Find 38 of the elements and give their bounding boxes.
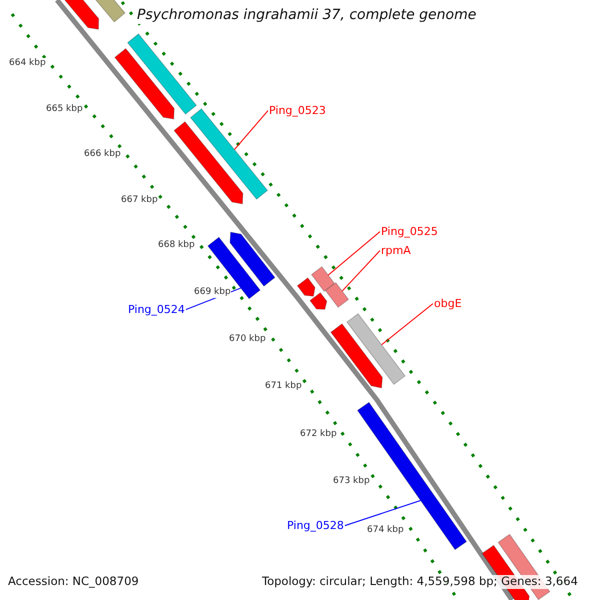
scale-label: 673 kbp xyxy=(333,476,370,487)
gene-label: rpmA xyxy=(381,244,411,258)
gene-feature xyxy=(64,0,100,30)
gene-feature xyxy=(190,108,268,200)
scale-label: 665 kbp xyxy=(46,104,83,115)
scale-label: 668 kbp xyxy=(158,240,195,251)
gene-feature xyxy=(127,33,197,115)
footer-text: Accession: NC_008709 xyxy=(8,575,139,589)
gene-label: Ping_0528 xyxy=(287,519,344,532)
scale-label: 672 kbp xyxy=(300,429,337,440)
gene-feature xyxy=(296,277,316,297)
gene-label: Ping_0525 xyxy=(381,225,438,238)
gene-feature xyxy=(230,232,276,287)
scale-label: 666 kbp xyxy=(84,149,121,160)
gene-feature xyxy=(330,323,383,388)
scale-label: 667 kbp xyxy=(121,195,158,206)
gene-feature xyxy=(174,121,244,204)
diagram-title: Psychromonas ingrahamii 37, complete genome xyxy=(135,7,478,24)
leader-line xyxy=(328,231,380,276)
scale-label: 669 kbp xyxy=(194,287,231,298)
gene-feature xyxy=(94,0,126,23)
gene-label: Ping_0524 xyxy=(128,303,185,316)
gene-feature xyxy=(309,292,328,310)
leader-line xyxy=(344,500,422,526)
scale-label: 674 kbp xyxy=(367,525,404,536)
scale-label: 664 kbp xyxy=(9,58,46,69)
gene-label: Ping_0523 xyxy=(269,104,326,118)
gene-feature xyxy=(346,313,406,385)
leader-line xyxy=(234,110,268,150)
scale-label: 671 kbp xyxy=(265,381,302,392)
scale-label: 670 kbp xyxy=(229,334,266,345)
leader-line xyxy=(381,303,434,346)
footer-text: Topology: circular; Length: 4,559,598 bp; Genes: 3,664 xyxy=(262,575,578,589)
gene-label: obgE xyxy=(434,297,462,310)
gene-feature xyxy=(114,48,175,120)
leader-line xyxy=(342,250,380,292)
gene-feature xyxy=(324,282,350,308)
gene-feature xyxy=(310,266,336,292)
